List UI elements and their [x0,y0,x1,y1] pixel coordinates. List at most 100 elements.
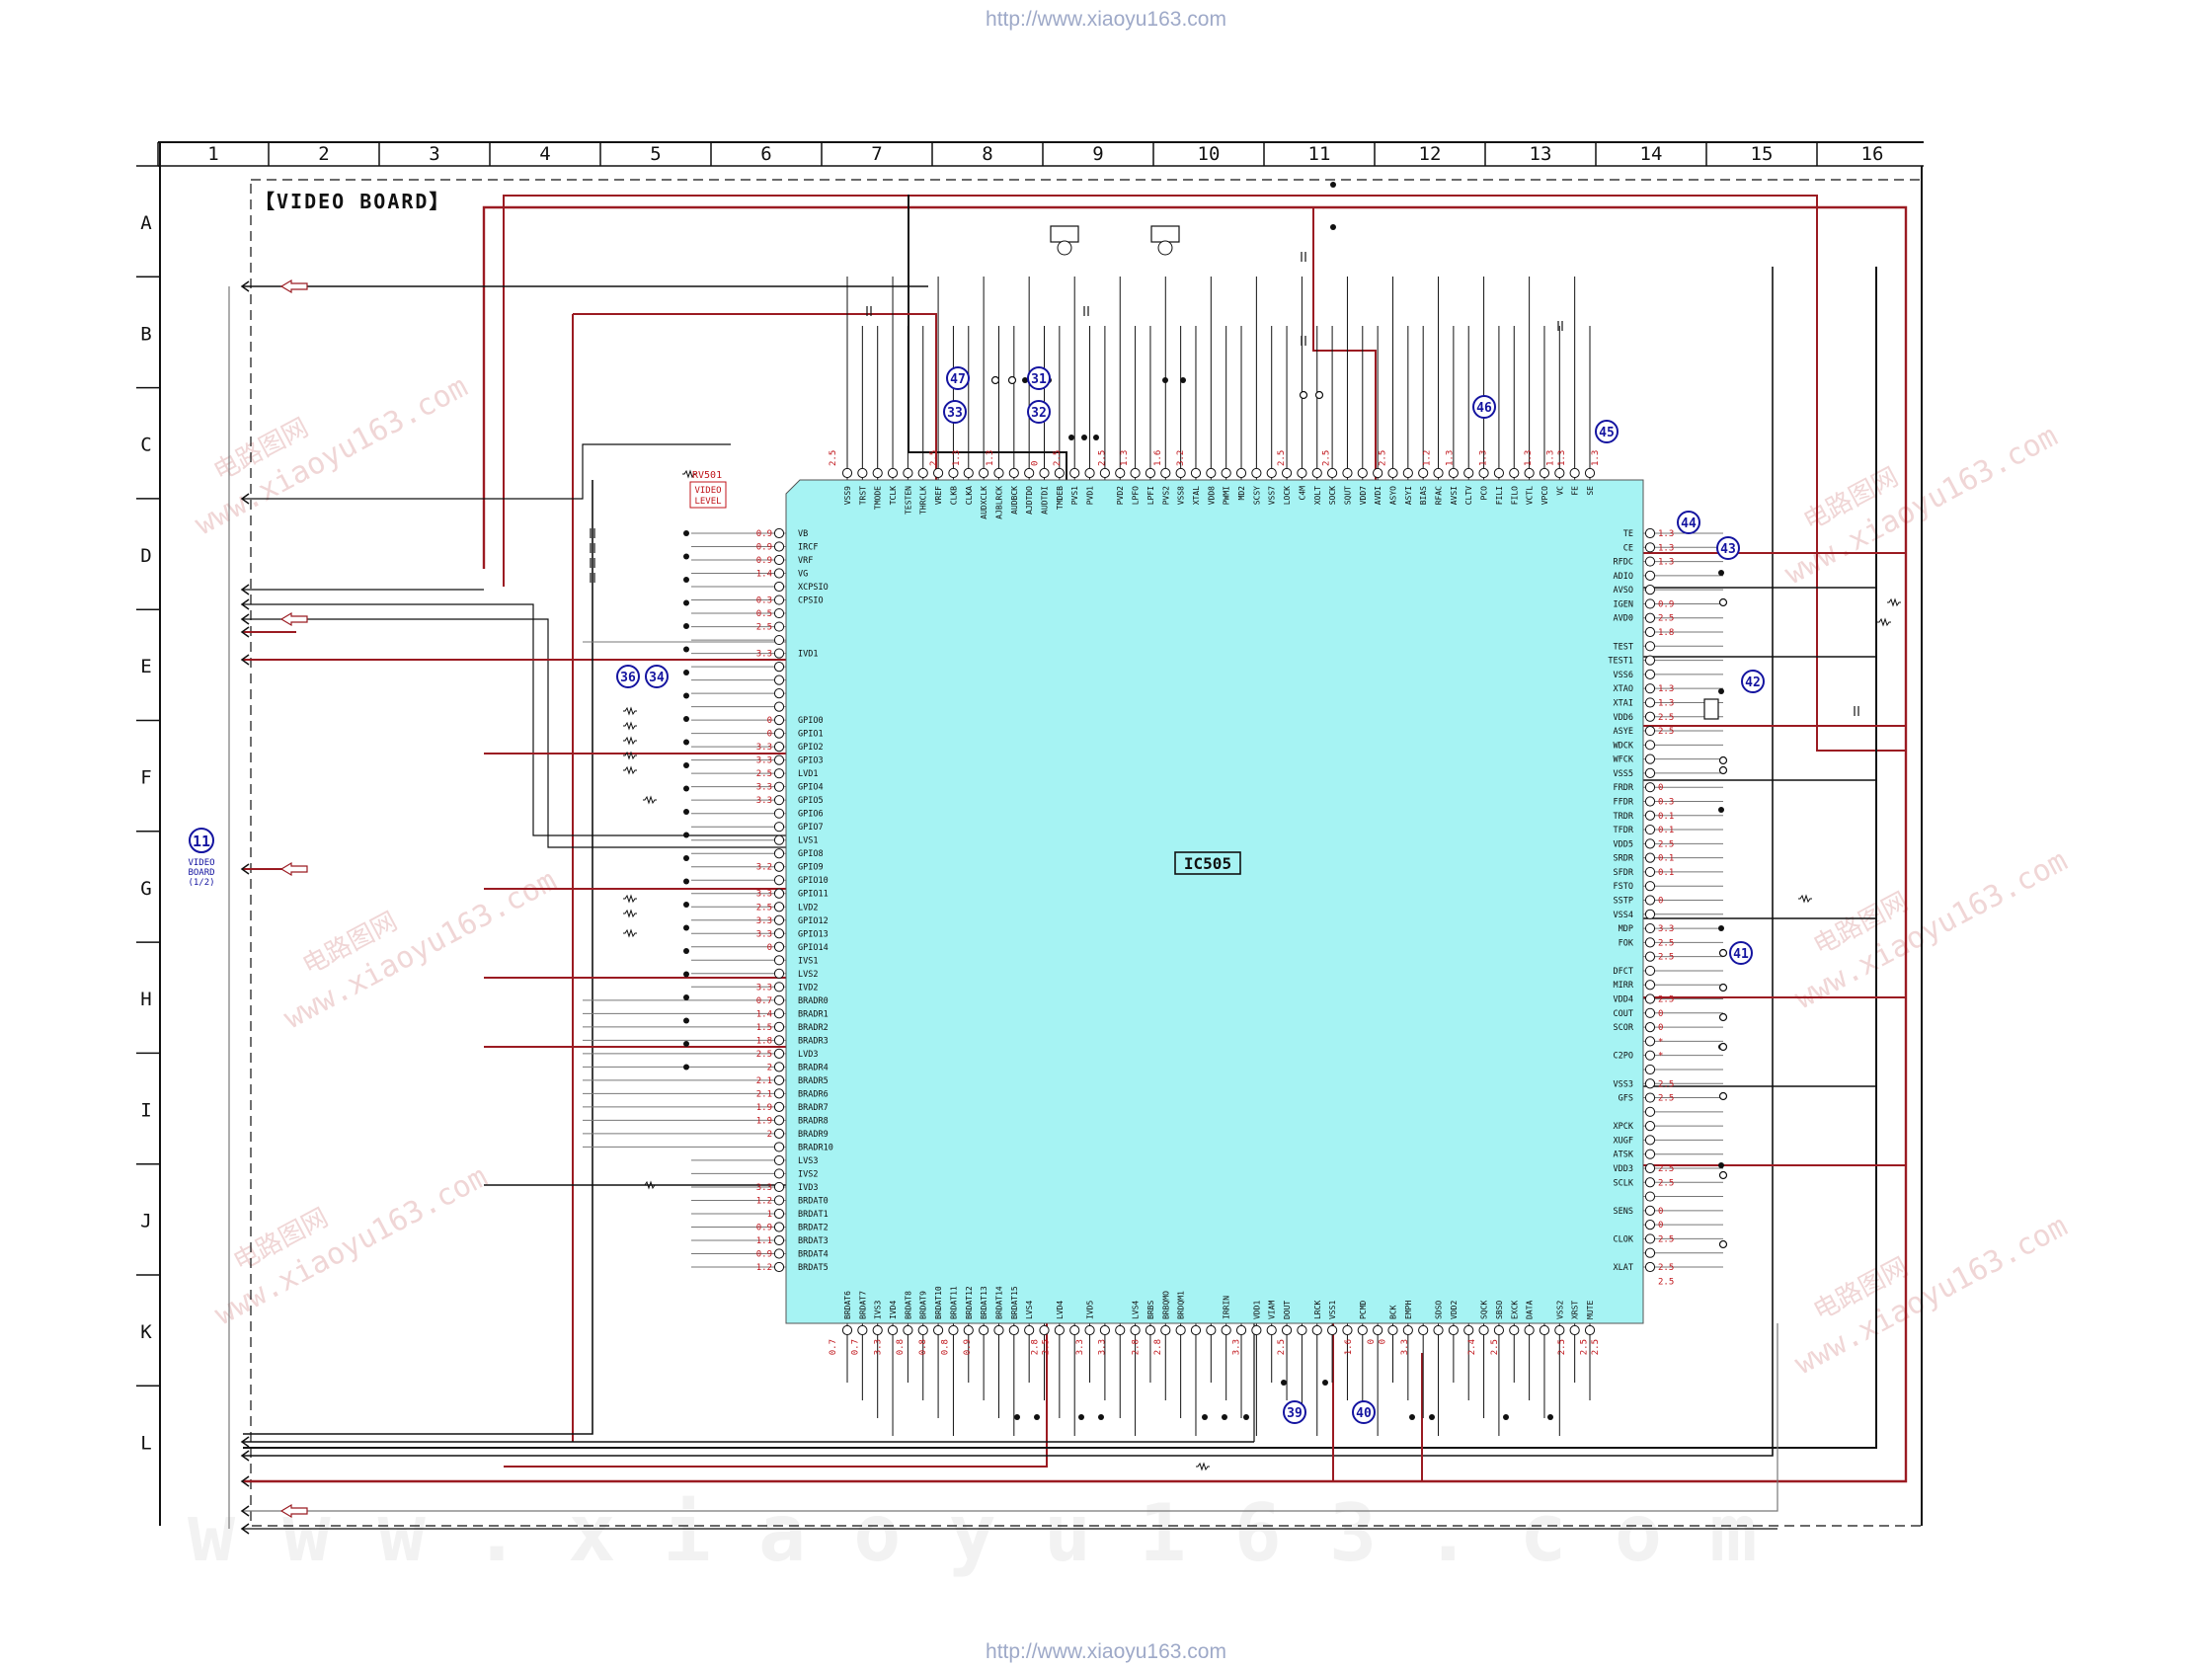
voltage-top-53: 1.2 [1423,450,1433,466]
ic505-right-pin-3 [1644,570,1656,581]
voltage-right-7: 1.8 [1658,628,1674,638]
ic505-top-pin-name-28: VSS7 [1268,486,1277,505]
ic505-left-pin-name-17: GPIO3 [798,756,824,766]
test-point-3 [1718,948,1728,958]
junction-bottom-8 [1322,1380,1328,1386]
voltage-top-18: 0 [1030,461,1040,466]
ic505-left-pin-11 [773,675,785,685]
labels: 【VIDEO BOARD】 IC505 11 VIDEO BOARD (1/2)… [188,190,1760,1421]
voltage-right-2: 1.3 [1658,558,1674,568]
ic505-right-pin-39 [1644,1078,1656,1089]
voltage-bottom-51: 3.3 [1400,1339,1410,1355]
ic505-left-pin-42 [773,1088,785,1099]
ic505-left-pin-6 [773,607,785,619]
ic505-right-pin-name-5: IGEN [1614,599,1633,609]
ic505-right-pin-name-35: SCOR [1614,1023,1634,1033]
ic505-bottom-pin-11 [1008,1324,1019,1336]
ic505-right-pin-13 [1644,711,1656,722]
wire-connector-l3 [243,1323,1778,1512]
ic505-right-pin-name-33: VDD4 [1614,995,1633,1005]
ic505-right-pin-name-40: GFS [1619,1094,1633,1104]
ic505-bottom-pin-26 [1235,1324,1247,1336]
voltage-right-36: * [1658,1037,1663,1047]
ic505-bottom-pin-name-8: BRDAT12 [965,1286,974,1319]
components [240,182,1901,1535]
junction-left-12 [683,809,689,815]
ic505-left-pin-name-4: XCPSIO [798,583,829,593]
ic505-top-pin-42 [1478,467,1489,479]
ic505-top-pin-name-41: CLTV [1464,486,1473,505]
callout-46 [1472,395,1496,419]
voltage-top-68: 1.3 [1591,450,1601,466]
ic505-bottom-pin-name-20: BRBS [1146,1301,1155,1319]
grid-col-label-15: 15 [1751,143,1774,165]
rv501-line2: LEVEL [694,497,721,507]
voltage-bottom-2: 0.7 [851,1339,861,1355]
connector-pin-7 [240,863,250,875]
ic505-bottom-pin-27 [1251,1324,1262,1336]
ic505-top-pin-35 [1373,467,1383,479]
ic505-top-pin-name-34: VDD7 [1359,486,1368,505]
ic505-bottom-pin-46 [1539,1324,1550,1336]
ic505-bottom-pin-36 [1387,1324,1398,1336]
connector-pin-5 [240,626,250,638]
junction-top-8 [1093,435,1099,440]
ic505-top-pin-10 [993,467,1004,479]
junction-left-18 [683,948,689,954]
ic505-bottom-pin-35 [1373,1324,1383,1336]
ic505-left-pin-51 [773,1208,785,1220]
ic505-top-pin-12 [1024,467,1035,479]
ic505-bottom-pin-44 [1509,1324,1520,1336]
ic505-left-pin-12 [773,688,785,699]
ic505-right-pin-32 [1644,980,1656,991]
ic505-right-pin-name-44: ATSK [1614,1151,1634,1160]
grid-col-label-4: 4 [539,143,550,165]
voltage-right-46: 2.5 [1658,1178,1674,1188]
ic505-right-pin-name-45: VDD3 [1614,1164,1633,1174]
ic505-top-pin-name-25: PWMI [1223,486,1231,505]
ic505-right-pin-0 [1644,527,1656,539]
voltage-left-49: 3.3 [756,1183,772,1193]
junction-left-14 [683,855,689,861]
junction-left-11 [683,785,689,792]
bus-red-top-b [1312,207,1377,480]
ic505-left-pin-5 [773,595,785,605]
voltage-left-7: 2.5 [756,623,772,633]
junction-left-15 [683,878,689,885]
ic505-right-pin-7 [1644,626,1656,638]
callout-45 [1595,420,1619,443]
ic505-bottom-pin-name-31: LRCK [1313,1301,1322,1319]
ic505-top-pin-46 [1539,467,1550,479]
voltage-bottom-19: 2.5 [1042,1339,1052,1355]
grid-row-label-F: F [140,767,151,789]
voltage-right-29: 2.5 [1658,938,1674,948]
voltage-top-40: 2.5 [1277,450,1287,466]
ic505-right-pin-name-29: FOK [1619,938,1634,948]
ic505-left-pin-32 [773,955,785,966]
grid-col-label-1: 1 [207,143,218,165]
grid-col-label-14: 14 [1640,143,1663,165]
ic505-bottom-pin-name-44: EXCK [1510,1301,1519,1319]
ic505-left-pin-14 [773,715,785,726]
ic505-left-pin-35 [773,994,785,1005]
ic505-left-pin-name-48: IVS2 [798,1169,818,1179]
ic505-left-pin-name-31: GPIO14 [798,943,829,953]
ic505-right-pin-52 [1644,1261,1656,1273]
voltage-right-39: 2.5 [1658,1079,1674,1089]
ic505-right-pin-name-52: XLAT [1614,1263,1633,1273]
voltage-left-45: 2 [767,1130,772,1140]
callout-32 [1027,400,1051,424]
ic505-left-pin-name-53: BRDAT3 [798,1236,829,1246]
voltage-left-18: 2.5 [756,769,772,779]
voltage-left-25: 3.2 [756,863,772,873]
voltage-bottom-67: 2.5 [1580,1339,1590,1355]
junction-left-8 [683,716,689,722]
voltage-right-37: * [1658,1052,1663,1062]
ic505-top-pin-name-12: AJDTDO [1025,486,1034,515]
ic505-right-pin-35 [1644,1021,1656,1033]
ic505-left-pin-15 [773,728,785,739]
callout-34 [645,665,669,688]
ic505-bottom-pin-name-22: BRDQM1 [1177,1291,1186,1319]
voltage-right-49: 0 [1658,1221,1663,1230]
voltage-left-42: 2.1 [756,1089,772,1099]
